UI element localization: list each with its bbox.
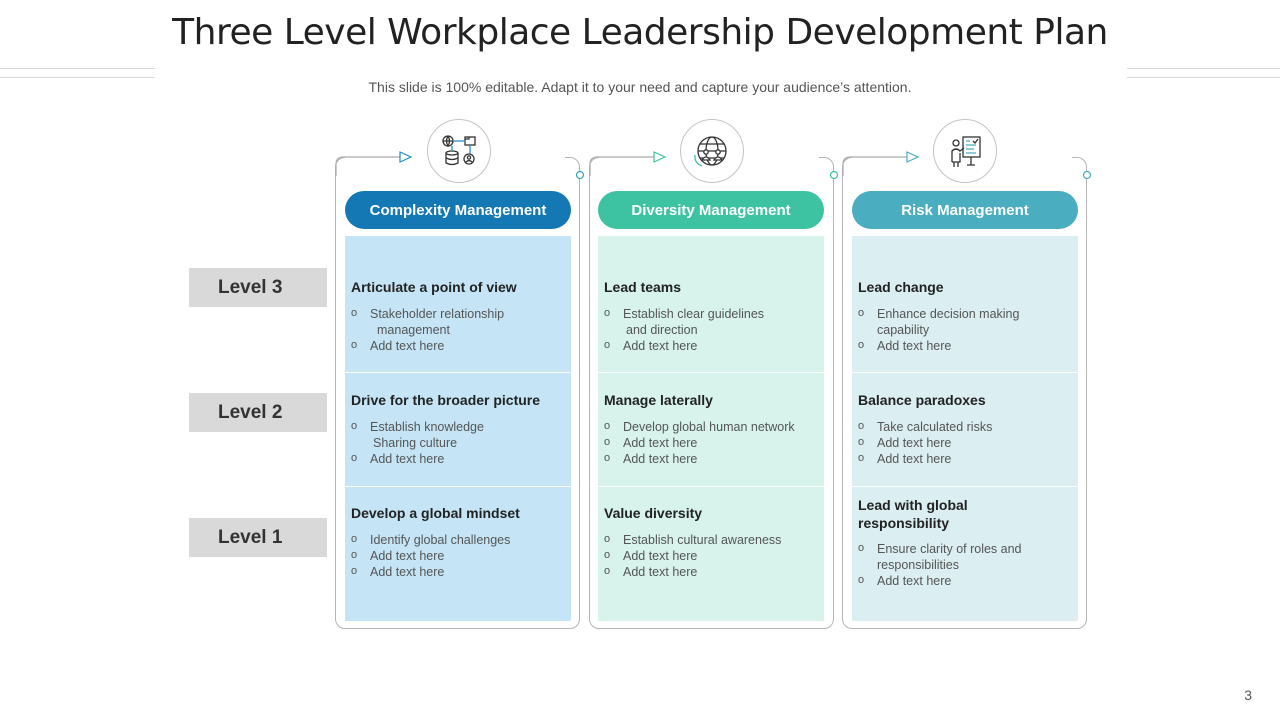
bullet-continuation: Sharing culture <box>373 436 458 450</box>
bullet-item: Add text here <box>604 434 820 451</box>
diversity-management-header: Diversity Management <box>598 191 824 229</box>
bullet-item: Add text here <box>858 450 1074 467</box>
bullet-item: Take calculated risks <box>858 418 1074 435</box>
level-1-label: Level 1 <box>189 518 327 557</box>
cell-heading: Balance paradoxes <box>858 392 986 408</box>
bullet-continuation: responsibilities <box>877 558 959 572</box>
bullet-item: Ensure clarity of roles andresponsibilit… <box>858 540 1074 573</box>
bullet-continuation: management <box>377 323 450 337</box>
cell-diversity-level-1: Value diversity Establish cultural aware… <box>598 486 824 621</box>
cell-complexity-level-1: Develop a global mindset Identify global… <box>345 486 571 621</box>
bullet-item: Establish cultural awareness <box>604 531 820 548</box>
page-subtitle: This slide is 100% editable. Adapt it to… <box>368 79 912 95</box>
bullet-item: Add text here <box>351 563 567 580</box>
level-2-label: Level 2 <box>189 393 327 432</box>
page-title: Three Level Workplace Leadership Develop… <box>172 12 1108 53</box>
complexity-panel: Articulate a point of view Stakeholder r… <box>345 236 571 621</box>
bullet-item: Add text here <box>351 547 567 564</box>
bullet-item: Add text here <box>858 434 1074 451</box>
database-network-icon <box>427 119 491 183</box>
cell-heading: Manage laterally <box>604 392 713 408</box>
bullet-item: Add text here <box>604 450 820 467</box>
connector-risk <box>842 151 1092 180</box>
connector-complexity <box>335 151 585 180</box>
cell-risk-level-2: Balance paradoxes Take calculated risks … <box>852 372 1078 486</box>
complexity-management-header: Complexity Management <box>345 191 571 229</box>
bullet-item: Add text here <box>858 572 1074 589</box>
cell-complexity-level-2: Drive for the broader picture Establish … <box>345 372 571 486</box>
cell-diversity-level-3: Lead teams Establish clear guidelinesand… <box>598 236 824 372</box>
connector-diversity <box>589 151 839 180</box>
title-rule-gap <box>155 60 1127 84</box>
presenter-board-icon <box>933 119 997 183</box>
bullet-item: Develop global human network <box>604 418 820 435</box>
cell-diversity-level-2: Manage laterally Develop global human ne… <box>598 372 824 486</box>
bullet-continuation: capability <box>877 323 930 337</box>
risk-management-header: Risk Management <box>852 191 1078 229</box>
cell-heading: Lead teams <box>604 279 682 295</box>
bullet-item: Add text here <box>351 450 567 467</box>
bullet-item: Add text here <box>604 337 820 354</box>
bullet-item: Identify global challenges <box>351 531 567 548</box>
page-number: 3 <box>1244 687 1252 703</box>
globe-people-icon <box>680 119 744 183</box>
cell-complexity-level-3: Articulate a point of view Stakeholder r… <box>345 236 571 372</box>
level-3-label: Level 3 <box>189 268 327 307</box>
risk-panel: Lead change Enhance decision makingcapab… <box>852 236 1078 621</box>
bullet-item: Add text here <box>604 563 820 580</box>
cell-risk-level-3: Lead change Enhance decision makingcapab… <box>852 236 1078 372</box>
bullet-item: Add text here <box>858 337 1074 354</box>
bullet-continuation: and direction <box>626 323 698 337</box>
cell-heading: Lead change <box>858 279 944 295</box>
bullet-item: Add text here <box>351 337 567 354</box>
cell-heading: Value diversity <box>604 505 703 521</box>
cell-heading: Articulate a point of view <box>351 279 517 295</box>
diversity-panel: Lead teams Establish clear guidelinesand… <box>598 236 824 621</box>
cell-heading: Drive for the broader picture <box>351 392 541 408</box>
cell-heading: Develop a global mindset <box>351 505 520 521</box>
bullet-item: Add text here <box>604 547 820 564</box>
